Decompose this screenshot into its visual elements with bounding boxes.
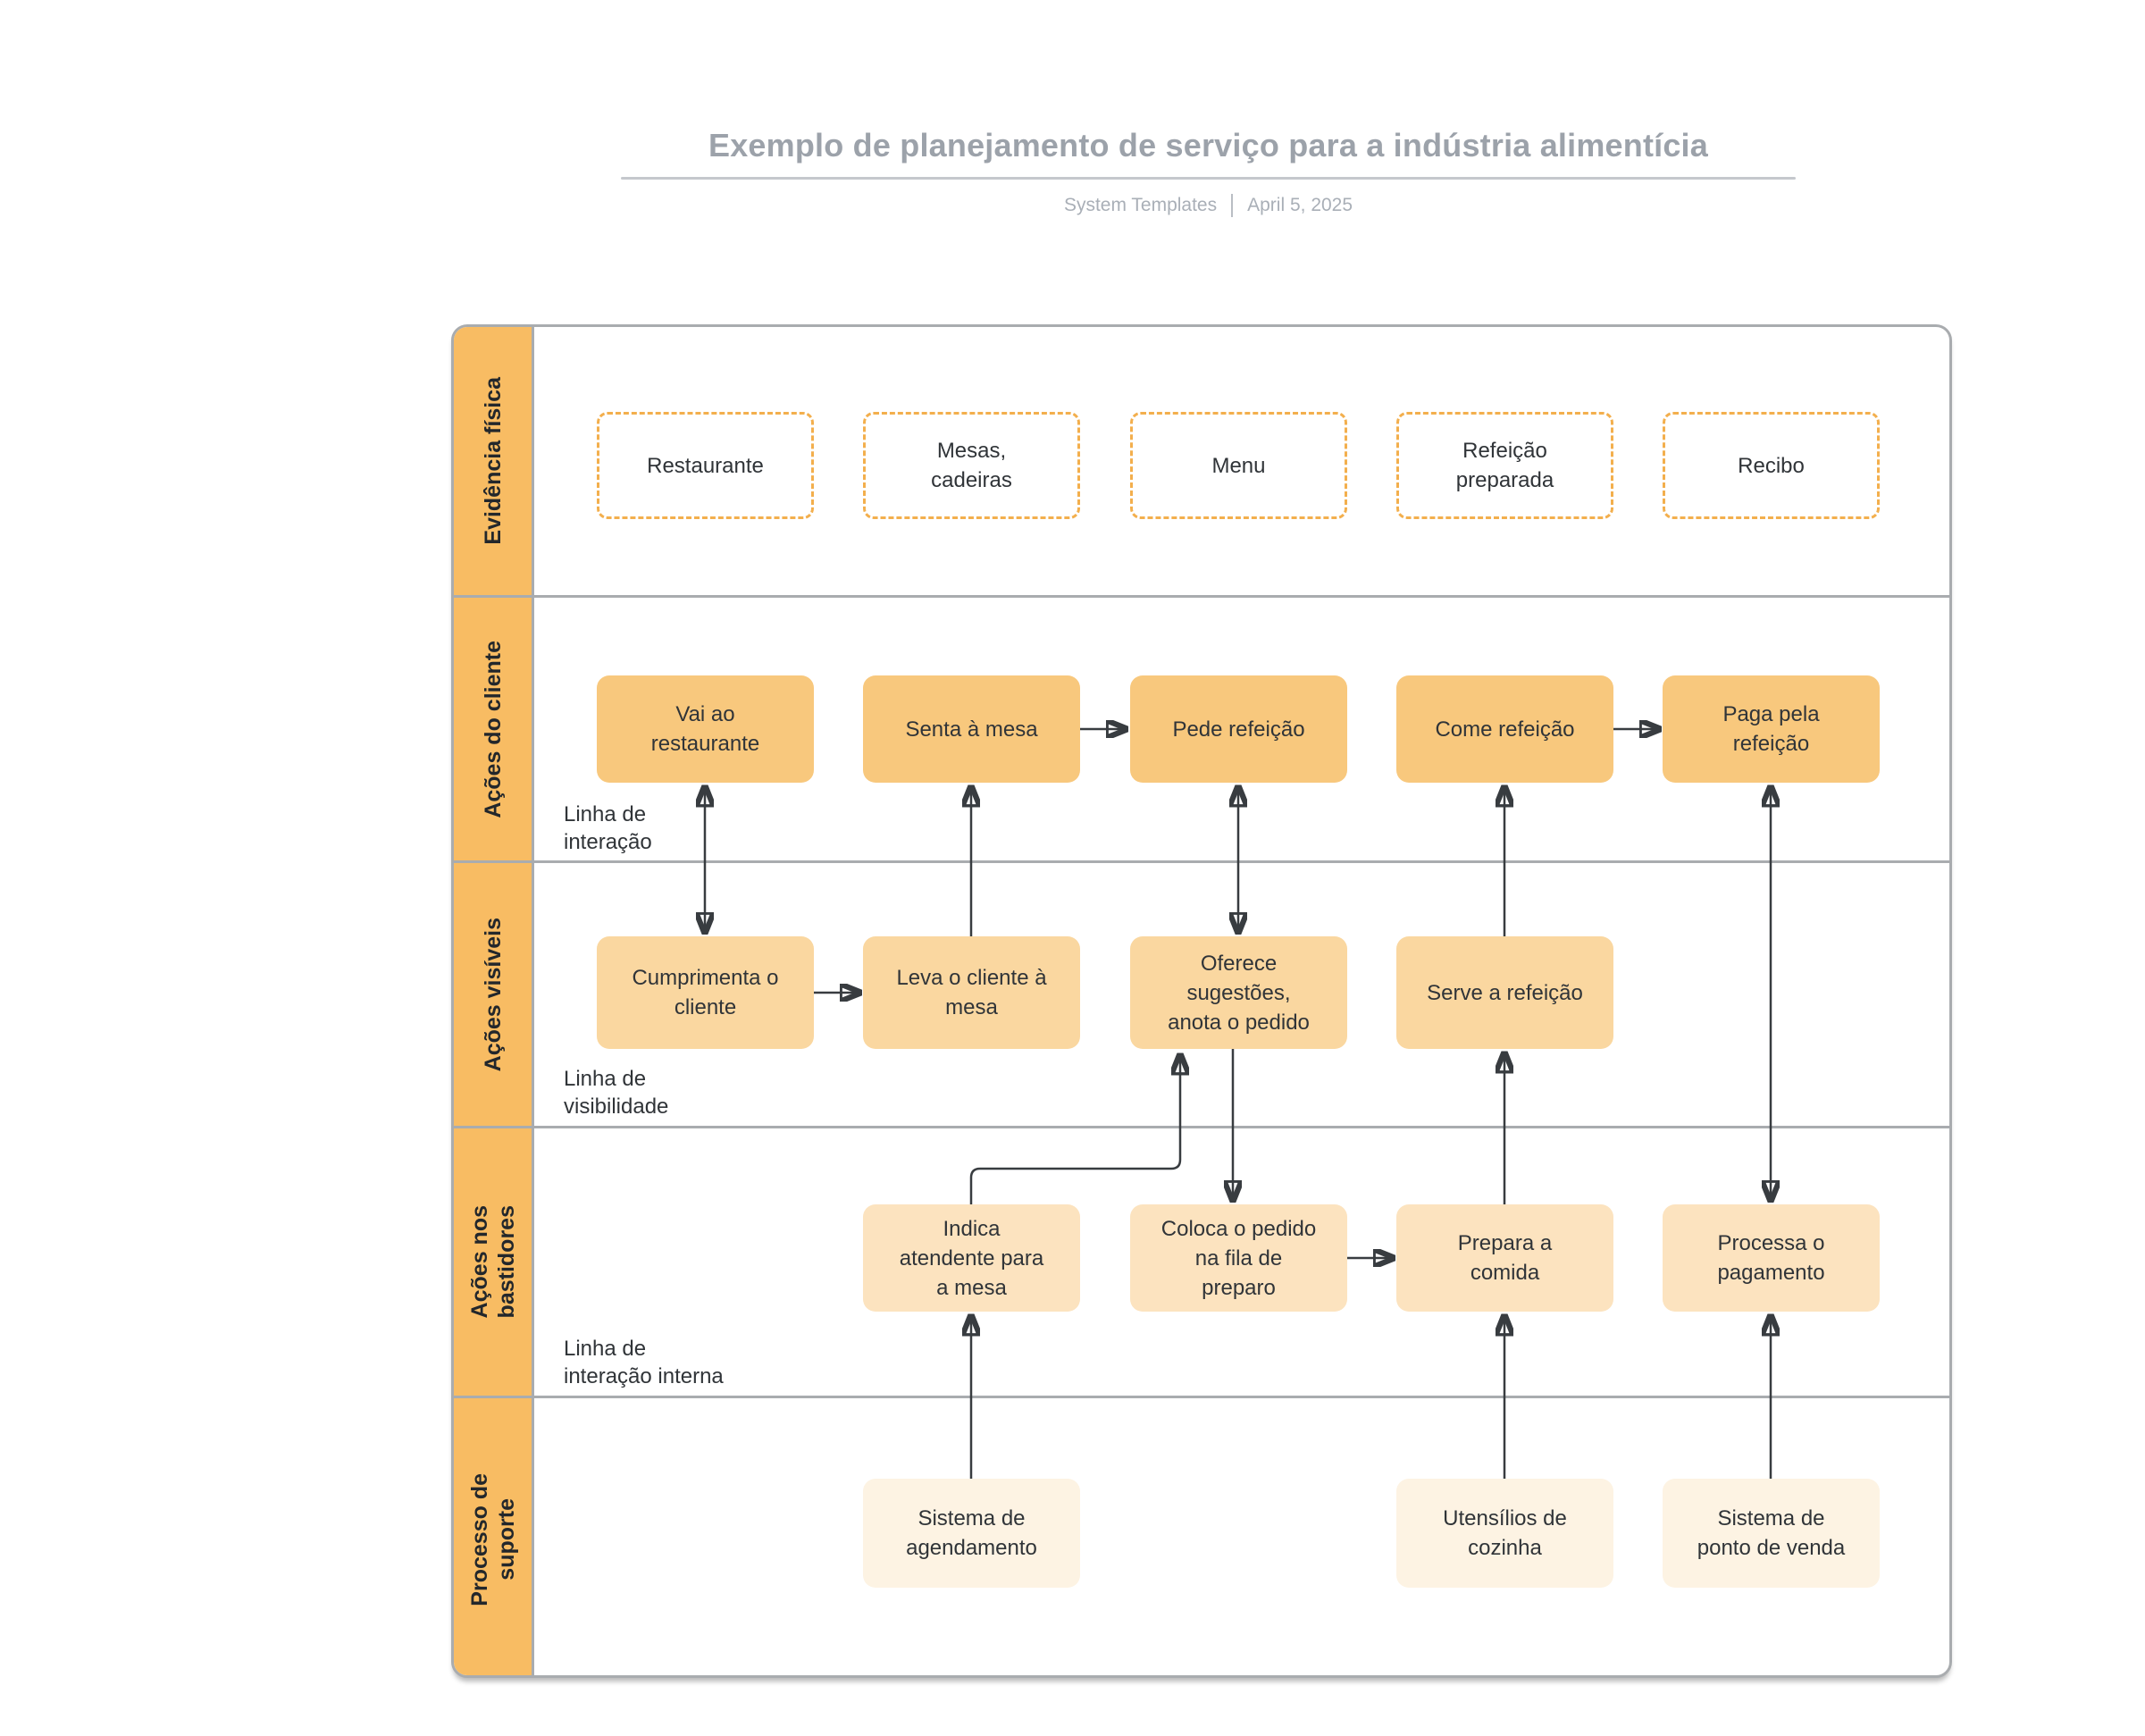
box-offers-suggestions[interactable]: Oferece sugestões, anota o pedido [1130, 936, 1347, 1049]
box-processes-payment[interactable]: Processa o pagamento [1663, 1204, 1880, 1312]
header: Exemplo de planejamento de serviço para … [621, 127, 1796, 217]
box-menu[interactable]: Menu [1130, 412, 1347, 519]
lane-header-customer-actions[interactable]: Ações do cliente [454, 598, 534, 860]
box-assigns-server[interactable]: Indica atendente para a mesa [863, 1204, 1080, 1312]
box-label: Sistema de agendamento [906, 1506, 1037, 1560]
lane-customer-actions: Ações do cliente [454, 595, 1949, 860]
box-label: Paga pela refeição [1722, 702, 1820, 756]
box-prepared-meal[interactable]: Refeição preparada [1396, 412, 1613, 519]
box-label: Restaurante [647, 453, 764, 478]
title-underline [621, 177, 1796, 180]
lane-label: Processo de suporte [466, 1472, 519, 1606]
lane-backstage-actions: Ações nos bastidores [454, 1126, 1949, 1396]
box-goes-to-restaurant[interactable]: Vai ao restaurante [597, 675, 814, 783]
lane-header-visible-actions[interactable]: Ações visíveis [454, 863, 534, 1126]
lane-header-backstage-actions[interactable]: Ações nos bastidores [454, 1128, 534, 1396]
box-label: Senta à mesa [905, 717, 1038, 742]
box-serves-meal[interactable]: Serve a refeição [1396, 936, 1613, 1049]
lane-support-process: Processo de suporte [454, 1396, 1949, 1675]
box-label: Leva o cliente à mesa [896, 966, 1047, 1019]
box-leads-customer-to-table[interactable]: Leva o cliente à mesa [863, 936, 1080, 1049]
box-orders-meal[interactable]: Pede refeição [1130, 675, 1347, 783]
lane-label: Ações visíveis [480, 917, 506, 1072]
lane-physical-evidence: Evidência física [454, 327, 1949, 595]
lane-header-support-process[interactable]: Processo de suporte [454, 1398, 534, 1675]
diagram-title: Exemplo de planejamento de serviço para … [708, 127, 1708, 164]
box-label: Utensílios de cozinha [1443, 1506, 1567, 1560]
box-label: Vai ao restaurante [650, 702, 760, 756]
box-kitchen-utensils[interactable]: Utensílios de cozinha [1396, 1479, 1613, 1588]
box-label: Mesas, cadeiras [931, 439, 1012, 492]
lane-visible-actions: Ações visíveis [454, 860, 1949, 1126]
box-restaurant[interactable]: Restaurante [597, 412, 814, 519]
box-label: Pede refeição [1172, 717, 1305, 742]
box-label: Oferece sugestões, anota o pedido [1168, 951, 1310, 1035]
line-of-interaction-label: Linha de interação [564, 802, 652, 854]
lane-label: Evidência física [480, 377, 506, 545]
box-sits-at-table[interactable]: Senta à mesa [863, 675, 1080, 783]
box-receipt[interactable]: Recibo [1663, 412, 1880, 519]
box-pays-for-meal[interactable]: Paga pela refeição [1663, 675, 1880, 783]
box-pos-system[interactable]: Sistema de ponto de venda [1663, 1479, 1880, 1588]
subtitle-divider [1231, 194, 1234, 217]
line-of-visibility-label: Linha de visibilidade [564, 1067, 669, 1119]
lane-header-physical-evidence[interactable]: Evidência física [454, 327, 534, 595]
box-scheduling-system[interactable]: Sistema de agendamento [863, 1479, 1080, 1588]
box-tables-chairs[interactable]: Mesas, cadeiras [863, 412, 1080, 519]
lane-label: Ações do cliente [480, 640, 506, 818]
service-blueprint: Evidência física Ações do cliente Ações … [451, 324, 1952, 1678]
box-label: Sistema de ponto de venda [1697, 1506, 1846, 1560]
box-places-order-in-queue[interactable]: Coloca o pedido na fila de preparo [1130, 1204, 1347, 1312]
box-prepares-food[interactable]: Prepara a comida [1396, 1204, 1613, 1312]
box-label: Recibo [1738, 453, 1805, 478]
box-label: Prepara a comida [1457, 1231, 1553, 1285]
box-label: Indica atendente para a mesa [899, 1216, 1044, 1300]
box-greets-customer[interactable]: Cumprimenta o cliente [597, 936, 814, 1049]
box-label: Come refeição [1435, 717, 1575, 742]
box-label: Cumprimenta o cliente [632, 966, 779, 1019]
box-label: Coloca o pedido na fila de preparo [1160, 1216, 1317, 1300]
line-of-internal-interaction-label: Linha de interação interna [564, 1337, 724, 1388]
subtitle-date: April 5, 2025 [1247, 195, 1353, 215]
box-label: Processa o pagamento [1717, 1231, 1825, 1285]
diagram-subtitle: System Templates April 5, 2025 [621, 194, 1796, 217]
subtitle-source: System Templates [1063, 195, 1218, 215]
box-eats-meal[interactable]: Come refeição [1396, 675, 1613, 783]
box-label: Menu [1211, 453, 1266, 478]
lane-label: Ações nos bastidores [466, 1205, 519, 1319]
box-label: Serve a refeição [1427, 980, 1583, 1005]
box-label: Refeição preparada [1455, 439, 1554, 492]
